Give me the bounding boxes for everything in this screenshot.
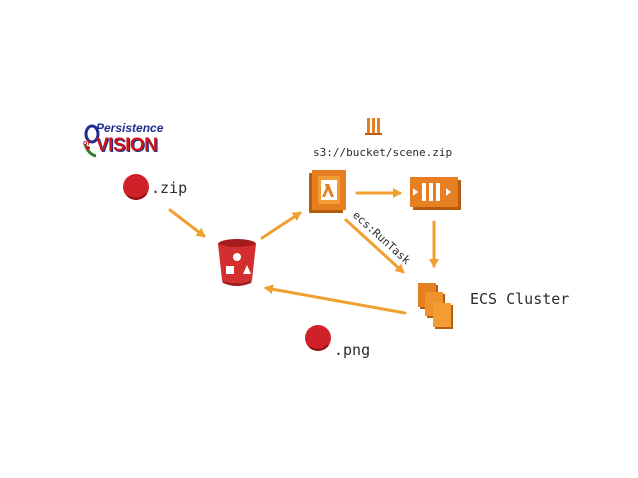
arrow-zip-to-bucket: [168, 208, 206, 238]
ecs-cluster-icon: [418, 283, 453, 329]
arrows: [168, 188, 439, 315]
lambda-function-icon: [309, 170, 346, 213]
arrow-lambda-to-cluster: [344, 218, 405, 274]
zip-label: .zip: [151, 179, 187, 197]
ecs-cluster-label: ECS Cluster: [470, 290, 569, 308]
sqs-queue-small-icon: [365, 118, 382, 135]
logo-line1: Persistence: [96, 121, 164, 135]
png-label: .png: [334, 341, 370, 359]
s3-bucket-icon: [218, 239, 256, 286]
red-file-dot-icon: [305, 325, 331, 351]
arrow-bucket-to-lambda: [260, 211, 302, 240]
logo-of: of: [83, 140, 90, 147]
logo-line2: VISION: [96, 135, 158, 156]
run-task-label: ecs:RunTask: [350, 209, 413, 268]
red-file-dot-icon: [123, 174, 149, 200]
sqs-queue-icon: [410, 177, 461, 210]
arrow-cluster-to-bucket: [264, 284, 407, 315]
persistence-of-vision-logo: Persistence of VISION: [82, 120, 164, 160]
logo-swirl-icon: [83, 124, 100, 158]
s3-path-label: s3://bucket/scene.zip: [313, 146, 452, 159]
